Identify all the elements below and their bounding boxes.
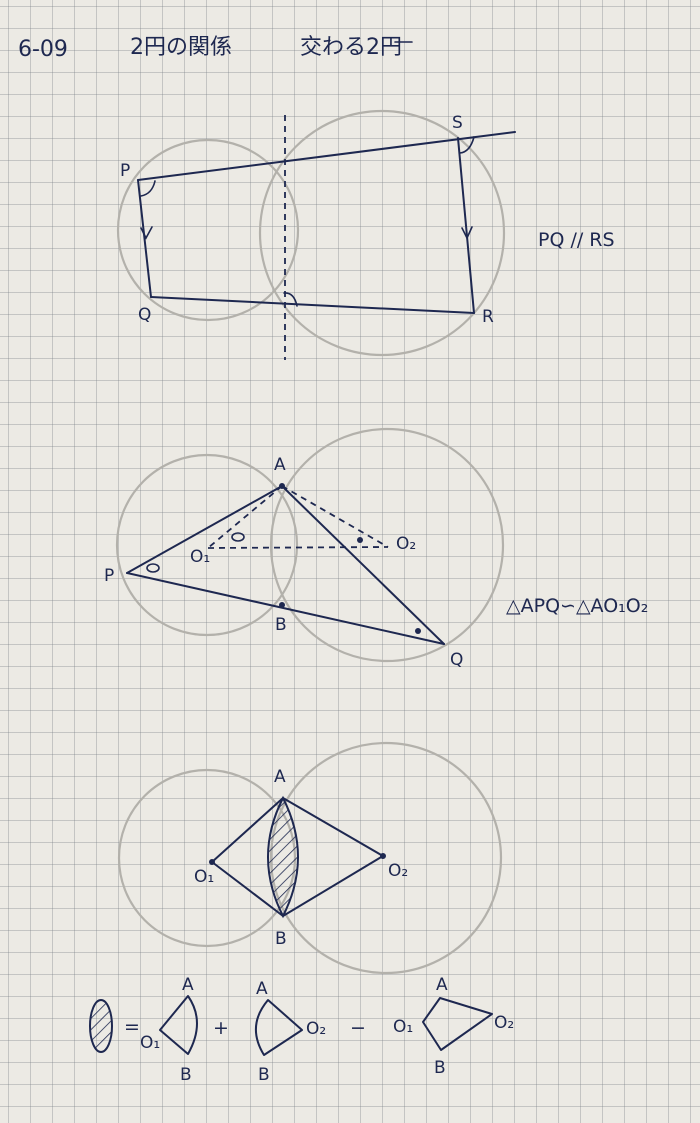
term1-label-b: B (180, 1065, 192, 1085)
sector-o2 (255, 999, 303, 1056)
statement-similar: △APQ∽△AO₁O₂ (506, 595, 648, 617)
label-r: R (482, 307, 494, 327)
term2-label-a: A (256, 979, 268, 999)
label-p: P (120, 161, 130, 181)
point-o2 (380, 853, 386, 859)
circle-right (258, 109, 506, 357)
label-o1: O₁ (190, 547, 210, 567)
quadrilateral-small (422, 997, 493, 1051)
angle-dot-o2 (357, 537, 363, 543)
segment-sr (457, 137, 475, 314)
label-b: B (275, 615, 287, 635)
area-formula: = A B O₁ + A B O₂ − A B O₁ O₂ (89, 975, 514, 1085)
line-ps (137, 131, 516, 181)
arrow-sr (461, 226, 473, 240)
term1-label-o: O₁ (140, 1033, 160, 1053)
term3-label-a: A (436, 975, 448, 995)
label-a: A (274, 455, 286, 475)
lens-region (267, 795, 299, 919)
segment-qr (150, 296, 475, 314)
quadrilateral-ao1bo2 (211, 797, 384, 917)
plus-sign: + (213, 1017, 229, 1039)
angle-dot-q (415, 628, 421, 634)
point-o1 (209, 859, 215, 865)
angle-mark-p (140, 180, 156, 197)
label-s: S (452, 113, 463, 133)
label-q: Q (138, 305, 151, 325)
label-p: P (104, 566, 114, 586)
label-b: B (275, 929, 287, 949)
angle-mark-p (146, 563, 160, 573)
label-o2: O₂ (388, 861, 408, 881)
title-subtitle: 交わる2円 (300, 35, 402, 60)
term3-label-o1: O₁ (393, 1017, 413, 1037)
term2-label-b: B (258, 1065, 270, 1085)
circle-o2 (269, 741, 503, 975)
arrow-pq (140, 226, 153, 240)
point-a (279, 483, 285, 489)
segment-pa (126, 485, 283, 574)
term2-label-o: O₂ (306, 1019, 326, 1039)
segment-o1o2 (207, 546, 389, 549)
label-o2: O₂ (396, 534, 416, 554)
segment-pq (137, 179, 152, 298)
segment-ao1 (207, 485, 283, 549)
circle-o1 (115, 453, 299, 637)
statement-parallel: PQ // RS (538, 229, 615, 251)
figure-lens-area: A B O₁ O₂ (117, 741, 503, 975)
segment-ao2 (281, 485, 389, 548)
circle-o2 (269, 427, 505, 663)
angle-mark-s (459, 136, 475, 154)
figure-parallel-chords: P Q R S PQ // RS (116, 109, 615, 360)
label-q: Q (450, 650, 463, 670)
label-a: A (274, 767, 286, 787)
minus-sign: − (350, 1017, 366, 1039)
term3-label-o2: O₂ (494, 1013, 514, 1033)
segment-pq (126, 572, 445, 645)
title-text: 2円の関係 (130, 35, 232, 60)
figure-similar-triangles: A P Q B O₁ O₂ △APQ∽△AO₁O₂ (104, 427, 648, 670)
title-code: 6-09 (18, 37, 68, 62)
term3-label-b: B (434, 1058, 446, 1078)
term1-label-a: A (182, 975, 194, 995)
lens-symbol (89, 999, 113, 1053)
segment-aq (281, 485, 445, 645)
sector-o1 (159, 995, 198, 1055)
angle-mark-o1 (231, 532, 245, 542)
page-title: 6-09 2円の関係 交わる2円 (18, 35, 413, 62)
equals-sign: = (124, 1016, 140, 1038)
angle-mark-chord (283, 292, 298, 307)
label-o1: O₁ (194, 867, 214, 887)
circle-left (116, 138, 300, 322)
point-b (279, 602, 285, 608)
